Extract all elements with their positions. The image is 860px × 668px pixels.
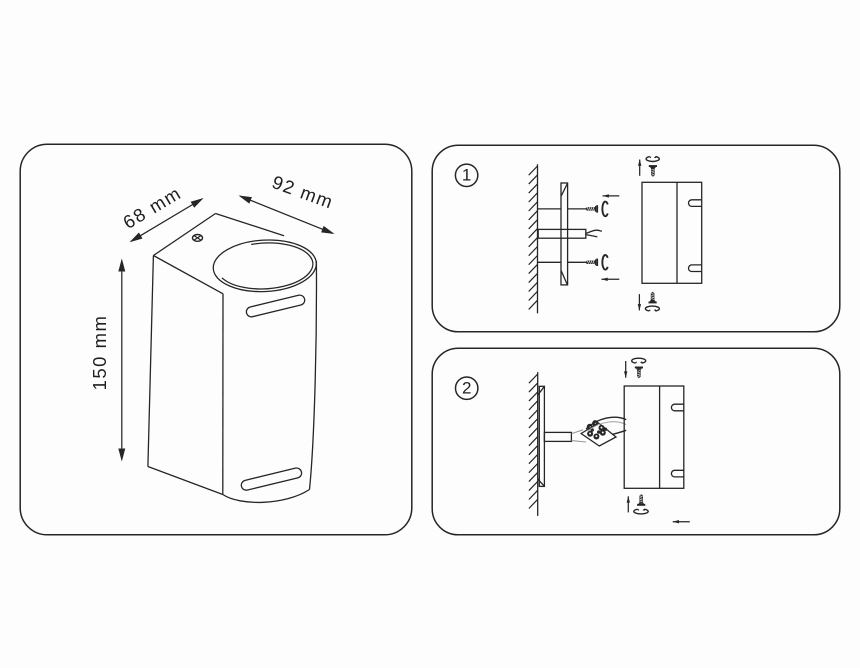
svg-text:2: 2: [462, 379, 471, 398]
svg-text:150 mm: 150 mm: [89, 315, 110, 391]
svg-text:1: 1: [462, 166, 471, 185]
